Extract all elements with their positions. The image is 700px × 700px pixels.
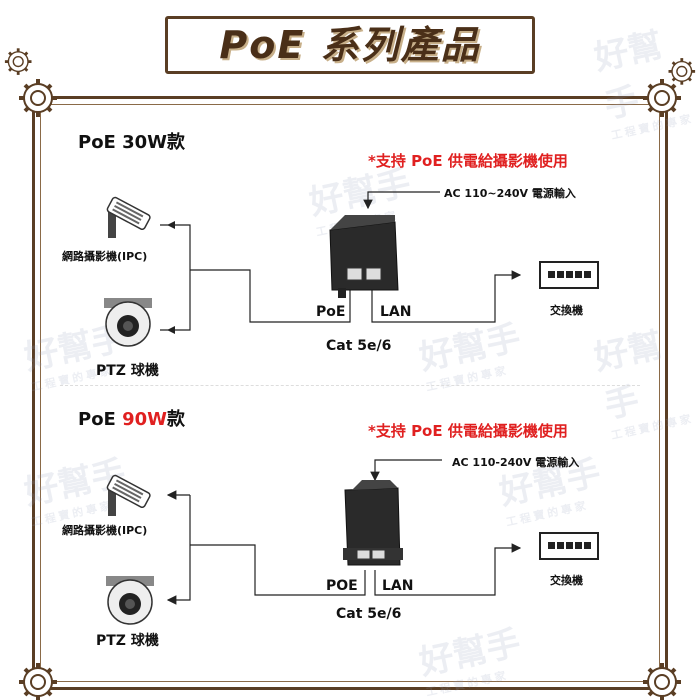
poe-note: *支持 PoE 供電給攝影機使用 xyxy=(368,152,568,170)
gear-icon xyxy=(17,661,59,700)
poe-port-label: POE xyxy=(326,578,358,594)
frame-inner xyxy=(40,104,660,682)
section-title-30w: PoE 30W款 xyxy=(78,132,186,153)
wiring-90w xyxy=(166,459,522,605)
title-box: PoE 系列產品 xyxy=(165,16,535,74)
switch-label: 交換機 xyxy=(550,574,583,587)
gear-icon xyxy=(641,77,683,119)
network-switch-icon xyxy=(539,261,599,289)
ptz-camera-icon xyxy=(104,298,152,347)
section-title-90w: PoE 90W款 xyxy=(78,409,186,430)
poe-injector-icon xyxy=(329,215,399,298)
gear-icon xyxy=(667,56,697,87)
cable-label: Cat 5e/6 xyxy=(336,606,402,622)
ptz-label: PTZ 球機 xyxy=(96,633,159,649)
poe-note: *支持 PoE 供電給攝影機使用 xyxy=(368,422,568,440)
lan-port-label: LAN xyxy=(380,304,412,320)
switch-label: 交換機 xyxy=(550,304,583,317)
ac-input-label: AC 110-240V 電源輸入 xyxy=(452,456,580,469)
ipc-label: 網路攝影機(IPC) xyxy=(62,250,148,263)
ptz-label: PTZ 球機 xyxy=(96,363,159,379)
network-switch-icon xyxy=(539,532,599,560)
cable-label: Cat 5e/6 xyxy=(326,338,392,354)
page-title: PoE 系列產品 xyxy=(219,23,481,67)
poe-port-label: PoE xyxy=(316,304,346,320)
ip-camera-icon xyxy=(106,474,151,516)
ipc-label: 網路攝影機(IPC) xyxy=(62,524,148,537)
gear-icon xyxy=(3,46,33,77)
gear-icon xyxy=(17,77,59,119)
poe-injector-icon xyxy=(343,480,403,566)
frame-outer xyxy=(32,96,668,690)
section-divider xyxy=(60,385,640,386)
ac-input-label: AC 110~240V 電源輸入 xyxy=(444,187,576,200)
gear-icon xyxy=(641,661,683,700)
lan-port-label: LAN xyxy=(382,578,414,594)
ip-camera-icon xyxy=(106,196,151,238)
ptz-camera-icon xyxy=(106,576,154,625)
